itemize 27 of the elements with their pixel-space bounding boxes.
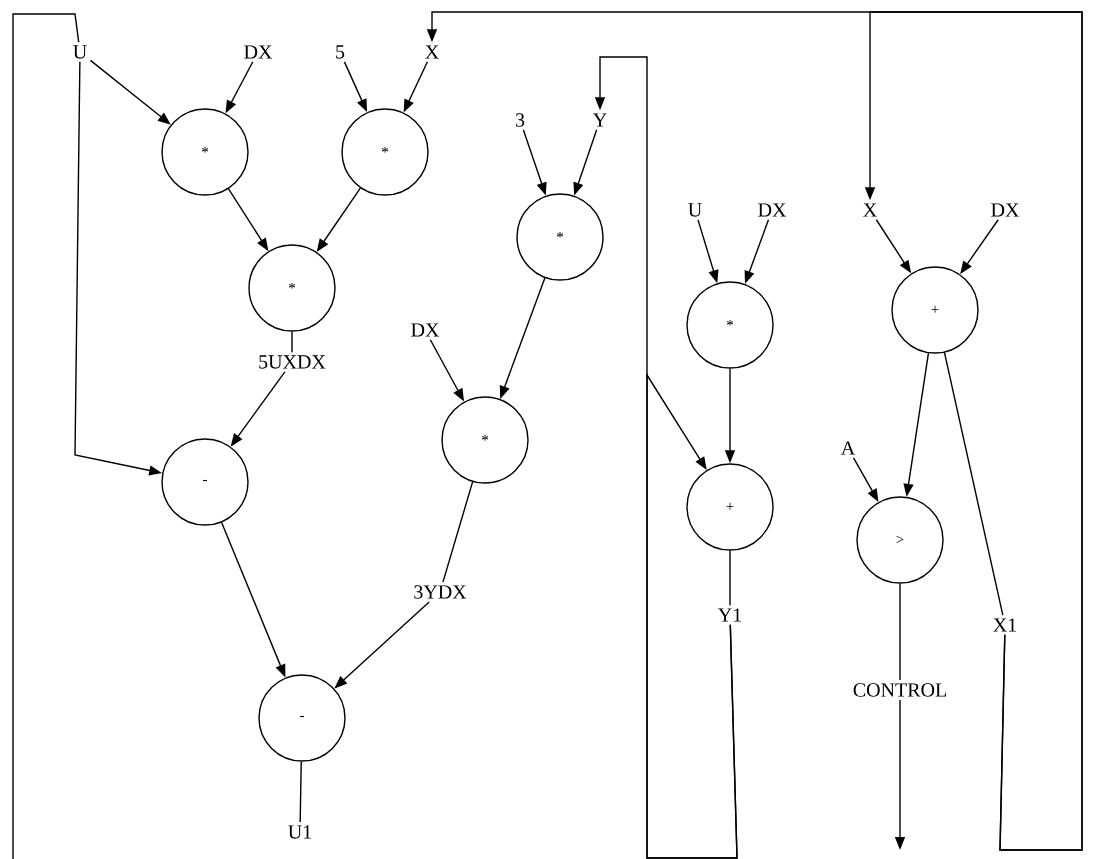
connector-line (729, 550, 731, 606)
variable-label: DX (758, 203, 787, 217)
variable-label: 3 (515, 113, 525, 127)
connector-line (442, 481, 474, 583)
arrow (646, 372, 738, 859)
connector-line (943, 351, 1004, 616)
variable-label: DX (411, 323, 440, 337)
variable-label: DX (244, 45, 273, 59)
variable-label: U1 (288, 825, 311, 839)
variable-label: X (425, 45, 439, 59)
connector-line (12, 13, 80, 859)
variable-label: A (841, 441, 856, 455)
variable-label: U (73, 45, 87, 59)
connector-line (291, 331, 293, 353)
variable-label: 5 (336, 45, 345, 59)
variable-label: 5UXDX (259, 355, 326, 369)
variable-label: U (688, 203, 702, 217)
variable-label: X1 (993, 618, 1017, 632)
variable-label: Y (593, 113, 607, 127)
variable-label: X (863, 203, 877, 217)
variable-label: Y1 (718, 608, 742, 622)
variable-label: 3YDX (414, 585, 467, 599)
connector-line (299, 761, 302, 823)
connector-line (899, 583, 901, 681)
variable-label: DX (991, 203, 1020, 217)
variable-label: CONTROL (853, 683, 946, 697)
arrow (89, 59, 171, 125)
